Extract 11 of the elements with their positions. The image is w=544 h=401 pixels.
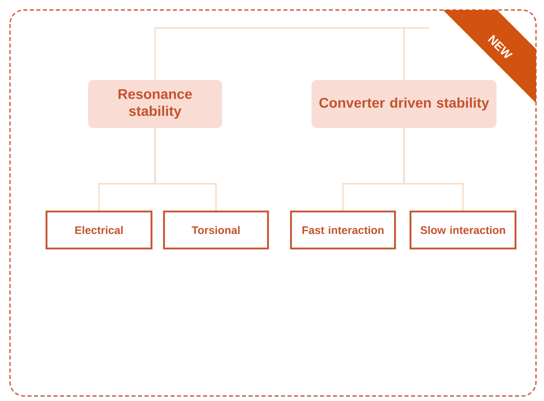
connector-line xyxy=(154,28,156,80)
subcategory-box: Slow interaction xyxy=(410,210,516,250)
connector-line xyxy=(155,27,429,29)
category-box: Resonance stability xyxy=(88,80,222,128)
subcategory-box: Torsional xyxy=(163,210,269,250)
connector-line xyxy=(403,128,464,212)
category-box: Converter driven stability xyxy=(312,80,496,128)
connector-line xyxy=(154,128,217,212)
subcategory-box: Electrical xyxy=(46,210,152,250)
connector-line xyxy=(403,28,405,80)
subcategory-box: Fast interaction xyxy=(290,210,396,250)
